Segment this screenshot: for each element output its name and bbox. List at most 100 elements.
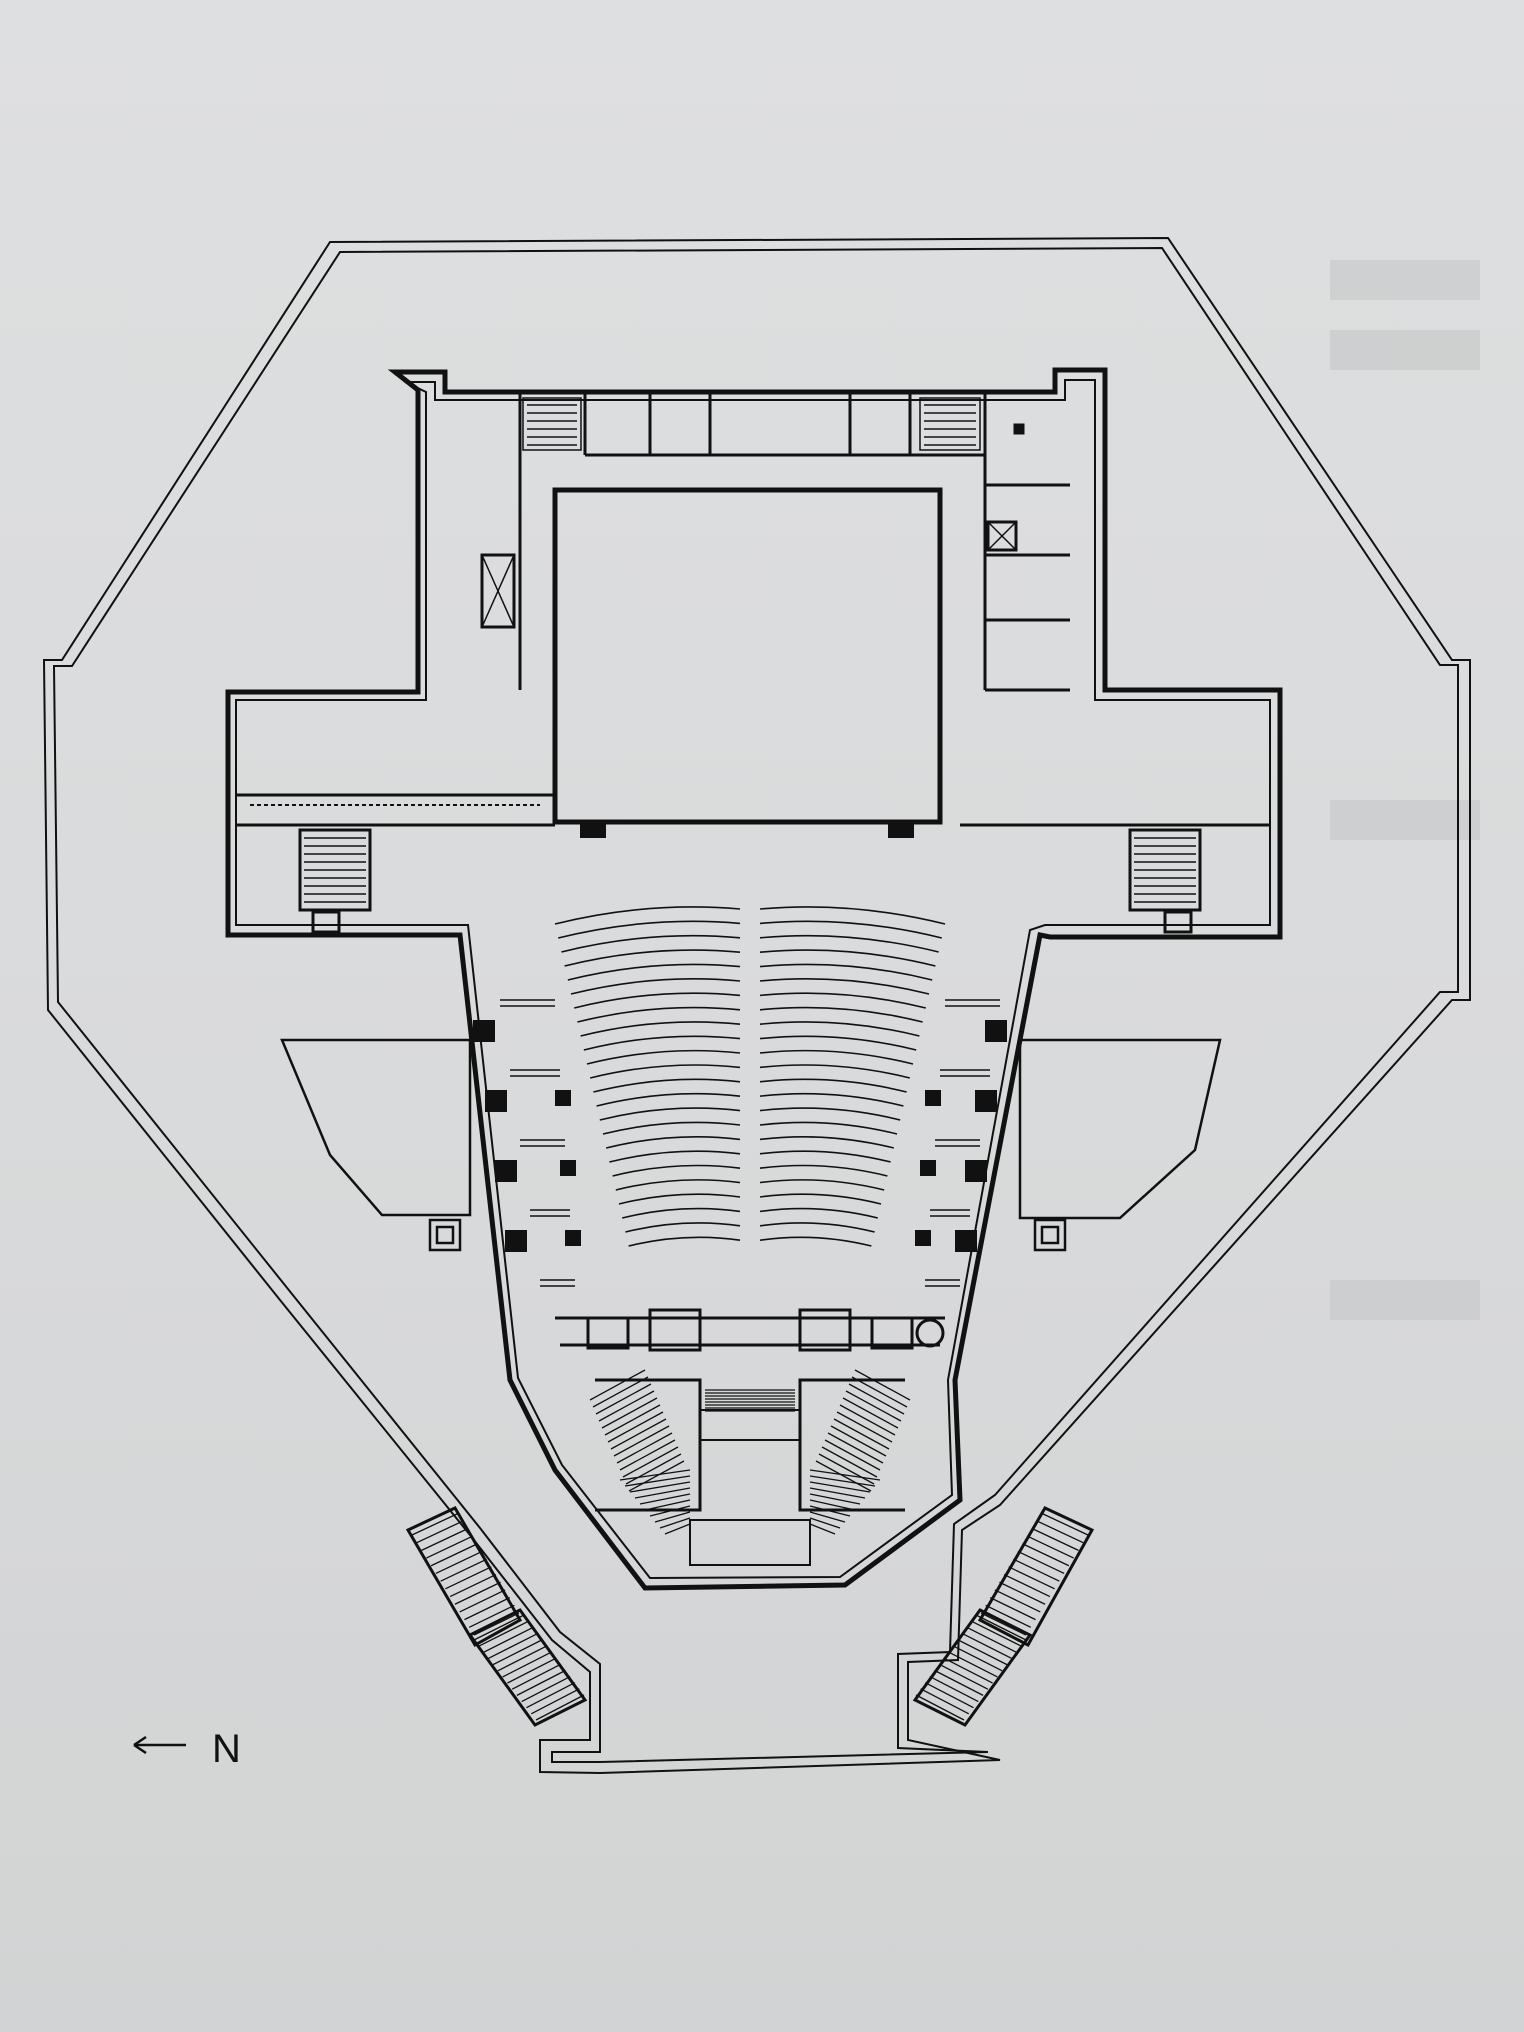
top-stairs (522, 397, 981, 451)
stair-tread (616, 1432, 673, 1464)
stair-tread (1017, 1550, 1065, 1575)
seat-row (599, 1107, 741, 1121)
stair-tread (1036, 1520, 1084, 1544)
stair-tread (624, 1475, 691, 1487)
top-rooms (480, 392, 1070, 692)
stair-tread (999, 1581, 1046, 1605)
seat-row (628, 1236, 741, 1247)
stair-tread (957, 1639, 1008, 1666)
stair-tread (1003, 1573, 1051, 1598)
stair-tread (416, 1520, 464, 1544)
stair-tread (818, 1453, 875, 1485)
stair-tread (483, 1626, 534, 1653)
side-stair (530, 1209, 570, 1217)
stair-tread (809, 1517, 841, 1529)
seat-row (590, 1064, 741, 1079)
stair-tread (821, 1446, 878, 1478)
stair-tread (468, 1604, 515, 1628)
stair-tread (827, 1432, 884, 1464)
stair-tread (535, 1694, 585, 1721)
stair-tread (473, 1612, 520, 1636)
stair-tread (1026, 1535, 1074, 1559)
stair-tread (516, 1669, 566, 1696)
show-through-text (0, 260, 1524, 1930)
auditorium-seating (500, 906, 1000, 1287)
stair-tread (851, 1376, 908, 1408)
seat-row (570, 977, 741, 995)
stair-tread (975, 1614, 1027, 1641)
seat-row (759, 934, 939, 953)
stair-tread (619, 1439, 676, 1471)
seat-row (606, 1136, 741, 1149)
stair-tread (809, 1475, 876, 1487)
stair-tread (634, 1487, 691, 1499)
stair-tread (980, 1612, 1027, 1636)
stair-tread (929, 1675, 979, 1703)
stair-tread (938, 1663, 989, 1690)
seat-row (759, 963, 933, 981)
stair-tread (589, 1369, 646, 1401)
seat-row (759, 1179, 885, 1191)
seat-row (759, 1164, 888, 1177)
stair-tread (833, 1418, 890, 1450)
stair-tread (649, 1505, 691, 1517)
seat-row (554, 906, 741, 925)
stair-tread (948, 1651, 998, 1678)
stair-tread (619, 1469, 691, 1481)
stair-tread (530, 1688, 580, 1715)
stair-tread (625, 1453, 682, 1485)
stair-tread (966, 1626, 1017, 1653)
stair-tread (654, 1511, 691, 1523)
seat-row (759, 1207, 878, 1219)
stair-tread (848, 1383, 905, 1415)
stair-tread (440, 1558, 487, 1582)
stair-tread (809, 1469, 881, 1481)
side-stair (935, 1139, 980, 1147)
stair-tread (507, 1657, 557, 1684)
stair-tread (628, 1460, 685, 1492)
stair-tread (815, 1460, 872, 1492)
stair-tread (961, 1632, 1012, 1660)
seat-row (759, 1136, 894, 1149)
seat-row (759, 1049, 914, 1065)
foyer-stairs (589, 1369, 911, 1535)
side-stair (540, 1279, 575, 1287)
stair-tread (952, 1645, 1003, 1672)
seat-row (759, 1222, 875, 1233)
stair-tread (839, 1404, 896, 1436)
stair-tread (629, 1481, 691, 1493)
stair-tread (488, 1632, 539, 1660)
stair-tread (809, 1493, 861, 1505)
stair-tread (809, 1505, 851, 1517)
side-stair (945, 999, 1000, 1007)
seat-row (564, 949, 741, 967)
stair-tread (478, 1620, 529, 1647)
stair-tread (920, 1688, 970, 1715)
stair-tread (604, 1404, 661, 1436)
seat-row (759, 906, 946, 925)
stair-tread (639, 1493, 691, 1505)
stair-tread (971, 1620, 1022, 1647)
stair-tread (435, 1550, 483, 1575)
stair-tread (613, 1425, 670, 1457)
stair-tread (985, 1604, 1032, 1628)
stair-tread (842, 1397, 899, 1429)
exterior-stair-treads (411, 1512, 1089, 1721)
stair-tread (598, 1390, 655, 1422)
stair-tread (809, 1499, 856, 1511)
stair-tread (659, 1517, 691, 1529)
seat-row (759, 1150, 891, 1163)
stair-tread (492, 1639, 543, 1666)
stair-tread (854, 1369, 911, 1401)
stair-tread (610, 1418, 667, 1450)
seat-row (759, 977, 930, 995)
stair-tread (464, 1597, 511, 1621)
side-stair (500, 999, 555, 1007)
stair-tread (1031, 1527, 1079, 1551)
seat-row (586, 1049, 741, 1065)
side-stair (520, 1139, 565, 1147)
stair-tread (622, 1446, 679, 1478)
stair-tread (526, 1682, 576, 1709)
side-stair (925, 1279, 960, 1287)
